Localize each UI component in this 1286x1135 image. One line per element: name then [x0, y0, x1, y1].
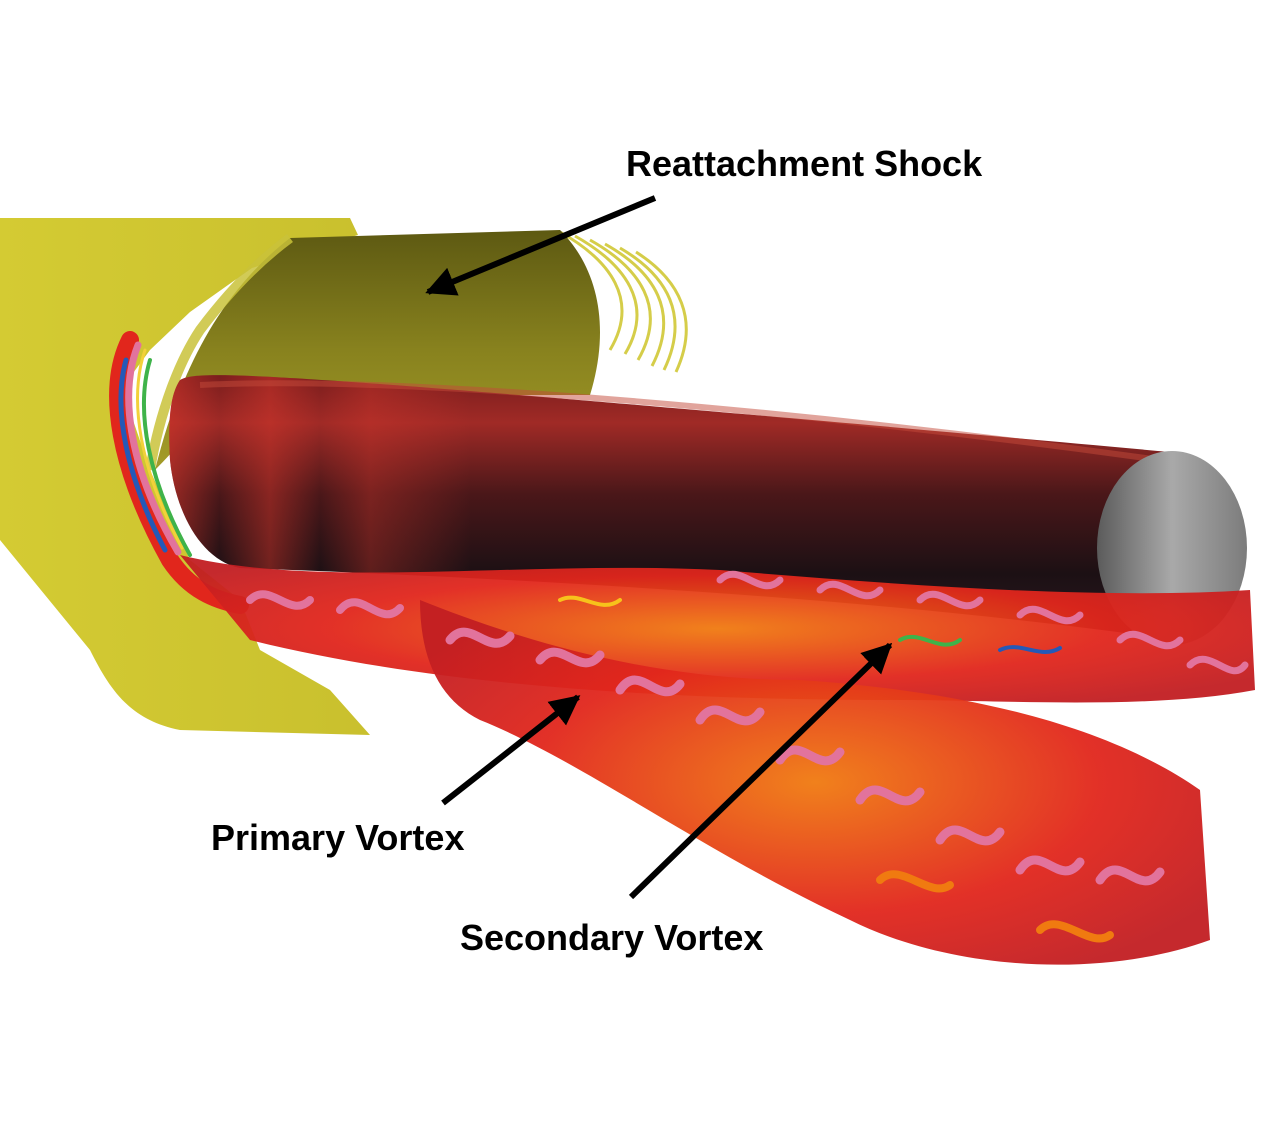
- vortex-structures: [180, 555, 1255, 965]
- label-reattachment-shock: Reattachment Shock: [626, 143, 983, 184]
- leading-edge-vortex-band: [109, 331, 249, 614]
- shock-plate-fringe: [559, 230, 688, 373]
- arrow-reattachment-shock: [425, 195, 657, 296]
- reattachment-shock-surface: [155, 230, 600, 470]
- arrow-secondary-vortex: [628, 642, 893, 900]
- shock-fold-edge: [145, 233, 293, 471]
- label-secondary-vortex: Secondary Vortex: [460, 917, 764, 958]
- arrow-primary-vortex: [441, 694, 581, 806]
- shock-plate-far: [0, 218, 370, 735]
- label-primary-vortex: Primary Vortex: [211, 817, 465, 858]
- cylinder-highlight: [199, 380, 1161, 463]
